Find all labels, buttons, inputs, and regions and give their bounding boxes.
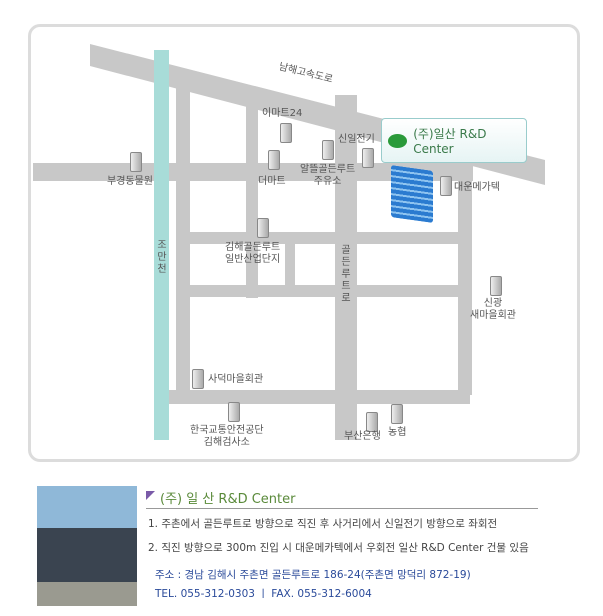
road	[285, 235, 295, 295]
building-photo	[37, 486, 137, 606]
building-icon	[280, 123, 292, 143]
building-icon	[362, 148, 374, 168]
building-icon	[322, 140, 334, 160]
building-icon	[490, 276, 502, 296]
road	[165, 390, 470, 404]
direction-1: 1. 주촌에서 골든루트로 방향으로 직진 후 사거리에서 신일전기 방향으로 …	[148, 518, 498, 530]
building-icon	[257, 218, 269, 238]
road	[246, 98, 258, 298]
label-nonghyup: 농협	[388, 427, 407, 438]
divider	[146, 508, 538, 509]
label-bugyeong: 부경동물원	[107, 176, 153, 187]
golden-route-road	[335, 95, 357, 440]
building-icon	[440, 176, 452, 196]
label-golden-route: 골든루트로	[341, 245, 351, 304]
road	[458, 155, 472, 395]
label-kotsa: 한국교통안전공단 김해검사소	[190, 425, 264, 448]
label-sinil: 신일전기	[338, 134, 375, 145]
building-icon	[268, 150, 280, 170]
road	[180, 285, 470, 297]
callout-label: (주)일산 R&D Center	[413, 127, 487, 156]
direction-2: 2. 직진 방향으로 300m 진입 시 대운메카텍에서 우회전 일산 R&D …	[148, 542, 529, 554]
rd-center-callout: (주)일산 R&D Center	[381, 118, 527, 163]
label-industrial: 김해골든루트 일반산업단지	[225, 242, 281, 265]
label-sadeok: 사덕마을회관	[208, 374, 264, 385]
phone-fax: TEL. 055-312-0303 ㅣ FAX. 055-312-6004	[155, 588, 372, 600]
joman-stream	[154, 50, 169, 440]
road	[180, 232, 470, 244]
building-icon	[192, 369, 204, 389]
hq-building-icon	[391, 165, 433, 223]
label-singwang: 신광 새마을회관	[470, 298, 516, 321]
info-title: (주) 일 산 R&D Center	[160, 492, 296, 507]
building-icon	[391, 404, 403, 424]
label-themart: 더마트	[258, 176, 286, 187]
label-daewoon: 대운메가텍	[454, 182, 500, 193]
label-gas-station: 알뜰골든루트 주유소	[300, 164, 356, 187]
label-emart24: 이마트24	[262, 108, 303, 119]
title-marker-icon	[146, 491, 155, 500]
building-icon	[130, 152, 142, 172]
label-joman: 조만천	[157, 240, 167, 275]
building-icon	[366, 412, 378, 432]
building-icon	[228, 402, 240, 422]
address: 주소 : 경남 김해시 주촌면 골든루트로 186-24(주촌면 망덕리 872…	[155, 569, 471, 581]
ilsan-logo-icon	[388, 133, 408, 148]
label-busan-bank: 부산은행	[344, 431, 381, 442]
